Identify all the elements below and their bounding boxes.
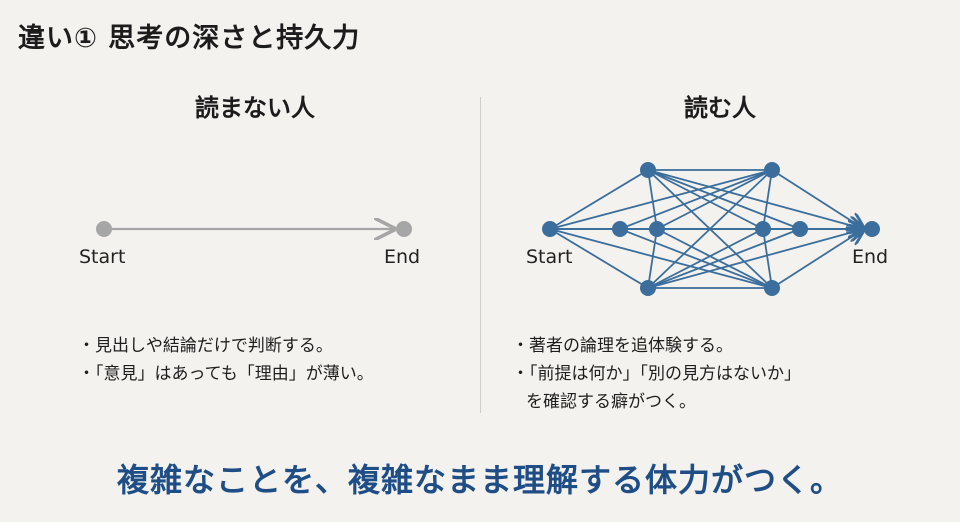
- network-edge: [771, 169, 864, 229]
- network-node: [612, 221, 628, 237]
- network-edge: [549, 169, 649, 230]
- network-edge: [647, 229, 864, 289]
- network-edge: [647, 228, 801, 289]
- network-edge: [656, 169, 773, 230]
- network-edge: [647, 169, 864, 229]
- network-edge: [549, 228, 773, 289]
- left-heading: 読まない人: [195, 94, 315, 122]
- network-edge: [549, 169, 773, 230]
- right-bullets: ・著者の論理を追体験する。 ・「前提は何か」「別の見方はないか」 を確認する癖が…: [512, 332, 801, 416]
- network-edge: [762, 169, 773, 230]
- network-node: [792, 221, 808, 237]
- network-edge: [647, 169, 658, 230]
- right-end-label: End: [852, 246, 889, 268]
- network-node: [764, 280, 780, 296]
- network-edge: [647, 228, 764, 289]
- left-start-label: Start: [79, 246, 126, 268]
- end-node: [396, 221, 412, 237]
- network-node: [640, 162, 656, 178]
- network-start-node: [542, 221, 558, 237]
- left-bullets: ・見出しや結論だけで判断する。 ・「意見」はあっても「理由」が薄い。: [78, 332, 374, 388]
- right-bullet-2: ・「前提は何か」「別の見方はないか」: [512, 364, 801, 384]
- network-node: [649, 221, 665, 237]
- right-column: 読む人: [505, 90, 935, 126]
- network-edge: [647, 169, 764, 230]
- left-bullet-1: ・見出しや結論だけで判断する。: [78, 336, 333, 356]
- right-start-label: Start: [526, 246, 573, 268]
- network-edge: [549, 228, 649, 289]
- network-diagram: [542, 162, 880, 296]
- network-edge: [656, 228, 773, 289]
- right-bullet-1: ・著者の論理を追体験する。: [512, 336, 733, 356]
- network-node: [755, 221, 771, 237]
- left-column: 読まない人: [40, 90, 470, 126]
- network-edge: [762, 228, 773, 289]
- network-edge: [771, 229, 864, 289]
- column-divider: [480, 97, 481, 413]
- left-bullet-2: ・「意見」はあっても「理由」が薄い。: [78, 364, 374, 384]
- network-edge: [647, 228, 658, 289]
- network-edge: [619, 228, 773, 289]
- network-edge: [619, 169, 773, 230]
- network-node: [640, 280, 656, 296]
- network-end-node: [864, 221, 880, 237]
- conclusion-text: 複雑なことを、複雑なまま理解する体力がつく。: [116, 461, 843, 499]
- right-bullet-2-continued: を確認する癖がつく。: [526, 392, 696, 412]
- network-edge: [647, 169, 801, 230]
- simple-path-diagram: [96, 221, 412, 237]
- start-node: [96, 221, 112, 237]
- page-title: 違い① 思考の深さと持久力: [18, 23, 361, 54]
- network-node: [764, 162, 780, 178]
- left-end-label: End: [384, 246, 421, 268]
- right-heading: 読む人: [684, 94, 756, 122]
